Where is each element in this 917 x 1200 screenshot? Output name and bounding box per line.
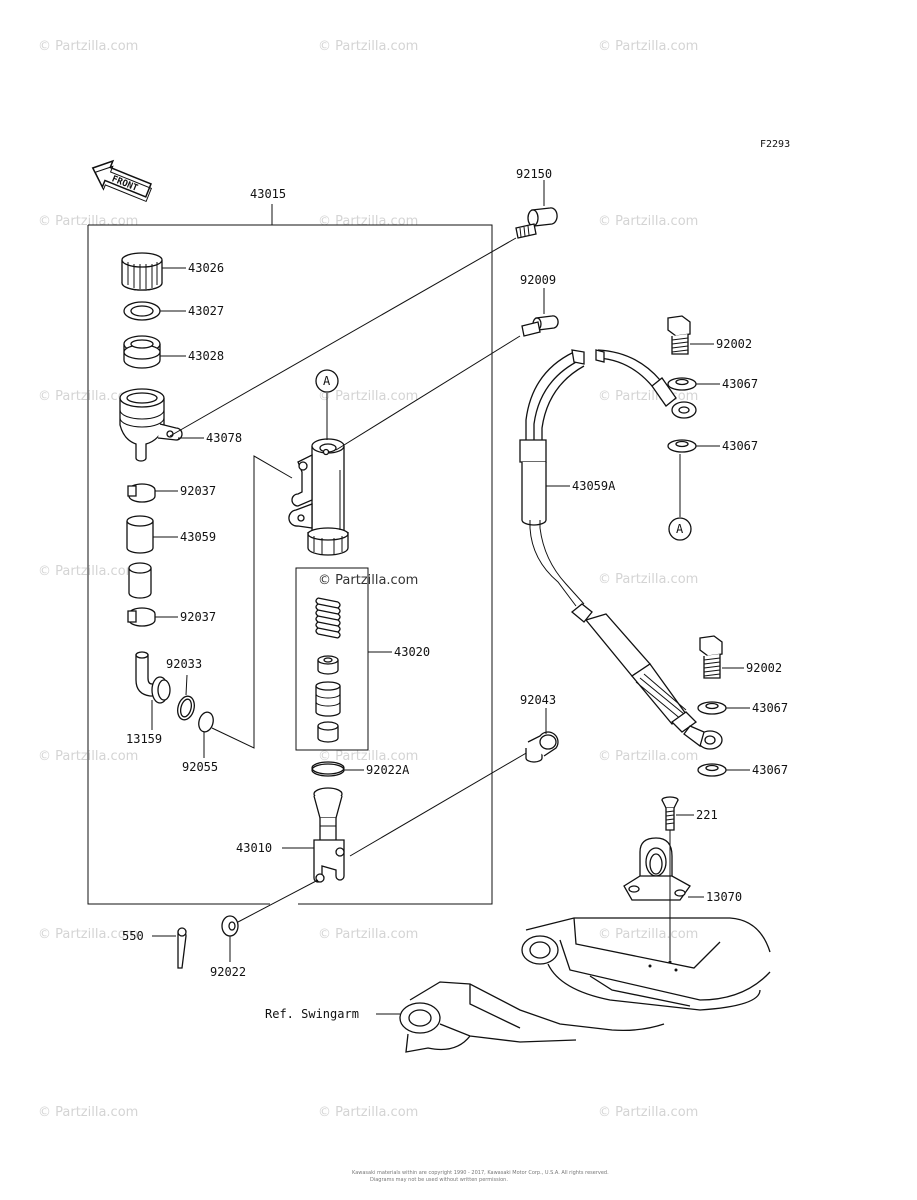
part-label-43059A: 43059A [572,479,616,493]
bolt-92150 [515,207,558,239]
circlip [177,695,195,721]
banjo-bolt [699,635,723,679]
part-label-92037: 92037 [180,484,216,498]
part-label-92033: 92033 [166,657,202,671]
banjo-bolt [667,315,691,355]
watermark: © Partzilla.com [318,749,418,764]
leader-line [169,237,517,437]
callout-a-label: A [323,374,331,388]
hose-clamp [127,483,156,503]
callout-a-marker [668,517,692,541]
part-label-43020: 43020 [394,645,430,659]
callout-a-marker [315,369,339,393]
master-cylinder-body [288,438,349,556]
part-label-92150: 92150 [516,167,552,181]
part-label-43010: 43010 [236,841,272,855]
sealing-washer [697,763,727,777]
reservoir-cap [121,252,163,291]
clevis-pin [525,731,559,763]
part-label-43015: 43015 [250,187,286,201]
leader-line [335,335,521,451]
leader-line [237,879,319,923]
diagram-code: F2293 [760,139,790,150]
leader-line [349,751,529,857]
part-label-92022: 92022 [210,965,246,979]
hose-guide-bracket [623,837,691,901]
bolt-92009 [521,315,559,337]
part-label-92022A: 92022A [366,763,410,777]
part-label-92037: 92037 [180,610,216,624]
reservoir-tank [119,388,183,462]
watermark: © Partzilla.com [598,39,698,54]
sealing-washer [697,701,727,715]
diaphragm-plate [123,301,161,321]
watermark: © Partzilla.com [598,572,698,587]
part-label-550: 550 [122,929,144,943]
watermark: © Partzilla.com [318,1105,418,1120]
watermark: © Partzilla.com [318,927,418,942]
watermark: © Partzilla.com [598,1105,698,1120]
watermark: © Partzilla.com [318,214,418,229]
piston [315,681,341,717]
washer [221,915,239,937]
piston-kit-bracket [295,567,392,751]
watermark: © Partzilla.com [318,39,418,54]
piston-spring [315,597,341,639]
ref-swingarm-label: Ref. Swingarm [265,1007,359,1021]
watermark: © Partzilla.com [598,749,698,764]
sealing-washer [667,377,697,391]
watermark: © Partzilla.com [38,39,138,54]
part-label-92009: 92009 [520,273,556,287]
hose-clamp [127,607,156,627]
watermarks: © Partzilla.com © Partzilla.com © Partzi… [38,39,698,1120]
part-label-43026: 43026 [188,261,224,275]
part-label-43078: 43078 [206,431,242,445]
part-label-43067: 43067 [752,763,788,777]
part-label-92055: 92055 [182,760,218,774]
secondary-cup [317,721,339,743]
watermark: © Partzilla.com [598,927,698,942]
part-label-92002: 92002 [716,337,752,351]
sealing-washer [667,439,697,453]
leader-line [211,455,293,749]
watermark: © Partzilla.com [38,1105,138,1120]
part-label-13070: 13070 [706,890,742,904]
part-label-13159: 13159 [126,732,162,746]
mounting-screw [661,796,679,831]
cotter-pin [177,927,187,969]
swingarm-reference [399,917,771,1053]
reservoir-hose [126,515,154,599]
copyright-line: Kawasaki materials within are copyright … [352,1170,609,1176]
part-label-43067: 43067 [752,701,788,715]
piston-circlip [311,761,345,777]
part-label-221: 221 [696,808,718,822]
watermark: © Partzilla.com [318,389,418,404]
front-arrow-icon: FRONT [91,159,153,203]
part-label-43067: 43067 [722,439,758,453]
part-label-92043: 92043 [520,693,556,707]
push-rod [313,787,345,883]
part-label-92002: 92002 [746,661,782,675]
diaphragm [123,335,161,369]
part-label-43059: 43059 [180,530,216,544]
part-label-43027: 43027 [188,304,224,318]
watermark: © Partzilla.com [598,214,698,229]
o-ring [198,711,214,733]
hose-fitting-elbow [135,651,171,704]
part-label-43067: 43067 [722,377,758,391]
copyright-line-2: Diagrams may not be used without written… [370,1177,508,1183]
part-label-43028: 43028 [188,349,224,363]
watermark: © Partzilla.com [38,927,138,942]
primary-cup [317,655,339,675]
callout-a-label: A [676,522,684,536]
brake-hose [519,349,723,750]
assembly-bracket-43015: 43015 [87,187,493,905]
